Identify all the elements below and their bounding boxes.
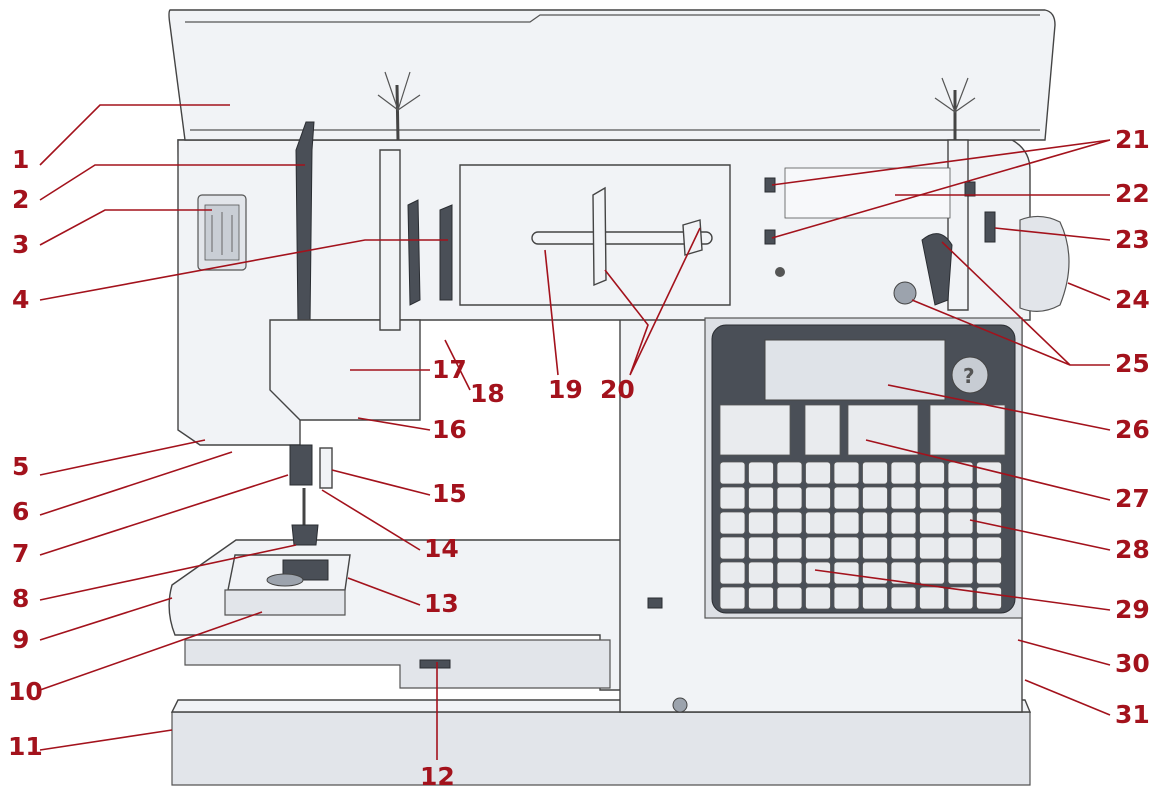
callout-17: 17 xyxy=(432,355,467,384)
stitch-key xyxy=(977,537,1002,559)
callout-11: 11 xyxy=(8,732,43,761)
stitch-key xyxy=(749,587,774,609)
machine-base xyxy=(172,712,1030,785)
needle-plate xyxy=(225,555,350,615)
stitch-key xyxy=(749,537,774,559)
stitch-key xyxy=(749,462,774,484)
stitch-key xyxy=(863,587,888,609)
callout-22: 22 xyxy=(1115,179,1150,208)
stitch-key xyxy=(720,487,745,509)
callout-16: 16 xyxy=(432,415,467,444)
stitch-key xyxy=(777,537,802,559)
stitch-key xyxy=(720,587,745,609)
needle-area xyxy=(290,445,332,545)
stitch-key xyxy=(920,587,945,609)
stitch-key xyxy=(834,587,859,609)
stitch-key xyxy=(777,512,802,534)
stitch-key xyxy=(948,537,973,559)
stitch-key xyxy=(834,512,859,534)
lid xyxy=(169,10,1055,140)
stitch-key xyxy=(891,537,916,559)
callout-26: 26 xyxy=(1115,415,1150,444)
stitch-key xyxy=(834,537,859,559)
callout-5: 5 xyxy=(12,452,29,481)
callout-20: 20 xyxy=(600,375,635,404)
stitch-key xyxy=(891,512,916,534)
callout-13: 13 xyxy=(424,589,459,618)
callout-27: 27 xyxy=(1115,484,1150,513)
callout-30: 30 xyxy=(1115,649,1150,678)
callout-15: 15 xyxy=(432,479,467,508)
stitch-key xyxy=(834,487,859,509)
stitch-key xyxy=(948,487,973,509)
stitch-key xyxy=(891,462,916,484)
callout-24: 24 xyxy=(1115,285,1150,314)
callout-31: 31 xyxy=(1115,700,1150,729)
callout-10: 10 xyxy=(8,677,43,706)
stitch-key xyxy=(806,462,831,484)
callout-2: 2 xyxy=(12,185,29,214)
callout-28: 28 xyxy=(1115,535,1150,564)
stitch-key xyxy=(920,462,945,484)
callout-3: 3 xyxy=(12,230,29,259)
accessory-tray xyxy=(185,640,610,688)
svg-text:?: ? xyxy=(963,364,975,388)
stitch-key xyxy=(863,562,888,584)
stitch-key xyxy=(920,537,945,559)
stitch-key xyxy=(834,462,859,484)
stitch-key xyxy=(720,537,745,559)
callout-4: 4 xyxy=(12,285,29,314)
stitch-key xyxy=(920,512,945,534)
stitch-key xyxy=(720,512,745,534)
callout-9: 9 xyxy=(12,625,29,654)
stitch-key xyxy=(806,587,831,609)
stitch-key xyxy=(806,562,831,584)
callout-14: 14 xyxy=(424,534,459,563)
callout-25: 25 xyxy=(1115,349,1150,378)
stitch-key xyxy=(977,587,1002,609)
callout-21: 21 xyxy=(1115,125,1150,154)
stitch-key xyxy=(948,512,973,534)
stitch-key xyxy=(863,462,888,484)
stitch-key xyxy=(920,487,945,509)
stitch-key xyxy=(777,562,802,584)
bobbin-cover xyxy=(225,590,345,615)
callout-18: 18 xyxy=(470,379,505,408)
stitch-key xyxy=(977,562,1002,584)
stitch-key xyxy=(806,537,831,559)
callout-8: 8 xyxy=(12,584,29,613)
callout-12: 12 xyxy=(420,762,455,791)
callout-23: 23 xyxy=(1115,225,1150,254)
stitch-key xyxy=(749,562,774,584)
stitch-key xyxy=(977,487,1002,509)
stitch-key xyxy=(720,462,745,484)
stitch-key xyxy=(777,587,802,609)
stitch-key xyxy=(920,562,945,584)
stitch-key xyxy=(720,562,745,584)
callout-29: 29 xyxy=(1115,595,1150,624)
stitch-key xyxy=(948,562,973,584)
stitch-key xyxy=(863,512,888,534)
callout-7: 7 xyxy=(12,539,29,568)
stitch-key xyxy=(749,487,774,509)
stitch-key xyxy=(863,537,888,559)
stitch-key xyxy=(749,512,774,534)
stitch-key xyxy=(806,512,831,534)
callout-1: 1 xyxy=(12,145,29,174)
stitch-key xyxy=(891,487,916,509)
stitch-key xyxy=(806,487,831,509)
callout-6: 6 xyxy=(12,497,29,526)
stitch-key xyxy=(891,587,916,609)
stitch-key xyxy=(777,487,802,509)
callout-19: 19 xyxy=(548,375,583,404)
stitch-key xyxy=(777,462,802,484)
stitch-key xyxy=(863,487,888,509)
